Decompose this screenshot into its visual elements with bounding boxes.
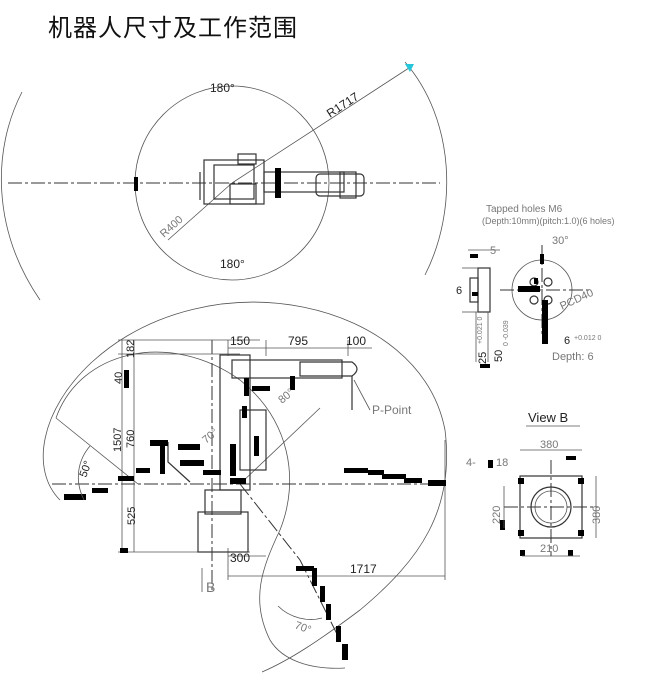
- flange-detail: Tapped holes M6 (Depth:10mm)(pitch:1.0)(…: [456, 204, 615, 368]
- forearm-side: [299, 361, 358, 377]
- dim-6b-label: 6: [564, 335, 570, 347]
- upper-arm-top: [263, 171, 345, 193]
- view-b-width-right-label: 380: [591, 506, 603, 524]
- depth-pitch-label: (Depth:10mm)(pitch:1.0)(6 holes): [482, 216, 615, 226]
- view-b-height-left-label: 220: [491, 506, 503, 524]
- view-b-width-bottom-label: 210: [540, 543, 558, 555]
- tapped-holes-label: Tapped holes M6: [486, 204, 563, 215]
- dim-150-label: 150: [230, 334, 250, 348]
- top-view: 180° 180° R1717 R400: [0, 61, 448, 301]
- dim-6-label: 6: [456, 285, 462, 297]
- view-b-width-top-label: 380: [540, 439, 558, 451]
- dim-50-label: 50: [493, 350, 505, 362]
- lower-arm-side: [239, 409, 267, 471]
- column-side: [219, 354, 251, 491]
- dim-25-tol-label: +0.021 0: [477, 316, 484, 344]
- angle-bottom-label: 180°: [220, 257, 245, 271]
- dim-182-label: 182: [125, 340, 137, 358]
- dim-50-tol-label: 0 -0.039: [503, 320, 510, 346]
- side-view: 150 795 100 525 1507 760 182 40 300 1717…: [42, 301, 448, 673]
- page-title: 机器人尺寸及工作范围: [48, 14, 298, 42]
- dim-760-label: 760: [125, 430, 137, 448]
- depth-6-label: Depth: 6: [552, 351, 594, 363]
- wrist-top: [339, 171, 357, 199]
- dim-40-label: 40: [113, 372, 125, 384]
- pcd-label: PCD40: [558, 287, 595, 313]
- view-b-holes-label: 4-: [466, 457, 476, 469]
- view-b-title: View B: [528, 410, 568, 425]
- base-side: [197, 511, 249, 553]
- base-column-side: [204, 489, 242, 515]
- envelope-left-arc: [42, 361, 93, 501]
- angle-70-upper-label: 70°: [200, 426, 220, 446]
- inner-radius-line: [167, 182, 233, 241]
- section-b-label: B: [206, 579, 215, 595]
- dim-525-label: 525: [126, 507, 138, 525]
- angle-top-label: 180°: [210, 81, 235, 95]
- view-b-hole-dia-label: 18: [496, 457, 508, 469]
- dim-1717-label: 1717: [350, 562, 377, 576]
- dim-795-label: 795: [288, 334, 308, 348]
- p-point-label: P-Point: [372, 403, 412, 417]
- dim-6b-tol-label: +0.012 0: [574, 335, 602, 342]
- reach-radius-line: [231, 65, 413, 184]
- dim-5-label: 5: [490, 245, 496, 257]
- radius-arrowhead: [405, 64, 414, 72]
- reach-arc-left: [0, 91, 41, 301]
- angle-70-lower-label: 70°: [293, 620, 313, 637]
- reach-radius-label: R1717: [324, 89, 362, 120]
- motor-cap-top: [237, 153, 257, 165]
- shoulder-top: [213, 164, 255, 200]
- base-inner-top: [229, 183, 257, 205]
- dim-1507-label: 1507: [112, 428, 124, 452]
- dim-100-label: 100: [346, 334, 366, 348]
- dim-25-label: 25: [477, 352, 489, 364]
- angle-30-label: 30°: [552, 235, 569, 247]
- view-b: View B 4- 18 380 380 220 210: [466, 410, 603, 557]
- dim-300-label: 300: [230, 551, 250, 565]
- upper-arm-side: [231, 359, 343, 379]
- reach-arc-right: [404, 61, 448, 276]
- envelope-outer-arc: [91, 301, 448, 673]
- envelope-inner-arc: [55, 351, 346, 669]
- dimension-markers: [64, 370, 446, 660]
- angle-50-label: 50°: [78, 459, 95, 479]
